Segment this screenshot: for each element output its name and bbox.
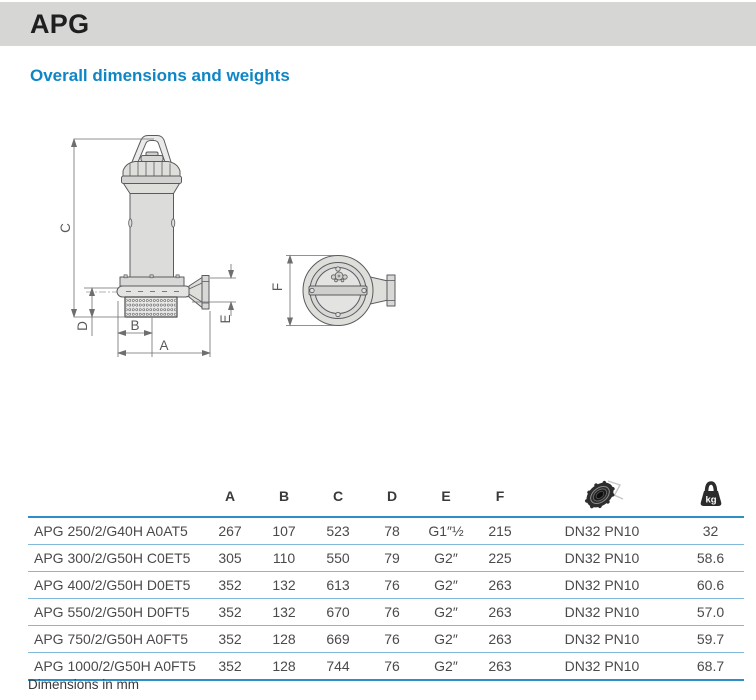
model-column-header <box>28 478 203 518</box>
weight-cell: 59.7 <box>677 625 744 653</box>
col-header-D: D <box>365 478 419 518</box>
model-cell: APG 550/2/G50H D0FT5 <box>28 598 203 626</box>
dim-c-cell: 613 <box>311 571 365 599</box>
dim-e-cell: G1″½ <box>419 517 473 545</box>
dim-d-cell: 76 <box>365 625 419 653</box>
discharge-cell: DN32 PN10 <box>527 625 677 653</box>
dim-b-cell: 128 <box>257 652 311 681</box>
side-view-dimensions <box>71 138 236 357</box>
weight-kg-icon: kg <box>698 480 724 509</box>
weight-cell: 60.6 <box>677 571 744 599</box>
discharge-cell: DN32 PN10 <box>527 571 677 599</box>
dim-label-d: D <box>75 321 90 331</box>
dim-c-cell: 669 <box>311 625 365 653</box>
dim-c-cell: 550 <box>311 544 365 572</box>
table-row: APG 550/2/G50H D0FT5 352 132 670 76 G2″ … <box>28 598 744 626</box>
page-title: APG <box>30 8 90 39</box>
weight-unit-label: kg <box>705 494 716 505</box>
dim-label-f: F <box>270 283 285 291</box>
discharge-flange <box>201 275 210 310</box>
dim-b-cell: 110 <box>257 544 311 572</box>
dim-a-cell: 352 <box>203 625 257 653</box>
dim-label-a: A <box>159 338 168 353</box>
table-row: APG 1000/2/G50H A0FT5 352 128 744 76 G2″… <box>28 652 744 681</box>
dim-d-cell: 76 <box>365 598 419 626</box>
dim-c-cell: 523 <box>311 517 365 545</box>
col-header-B: B <box>257 478 311 518</box>
col-header-weight: kg <box>677 478 744 518</box>
table-row: APG 300/2/G50H C0ET5 305 110 550 79 G2″ … <box>28 544 744 572</box>
page-header-band: APG <box>0 2 756 46</box>
top-view-dimensions <box>286 254 335 327</box>
table-row: APG 750/2/G50H A0FT5 352 128 669 76 G2″ … <box>28 625 744 653</box>
model-cell: APG 400/2/G50H D0ET5 <box>28 571 203 599</box>
dimensions-weights-table: A B C D E F <box>28 478 744 681</box>
dim-c-cell: 670 <box>311 598 365 626</box>
col-header-C: C <box>311 478 365 518</box>
discharge-cone <box>188 277 203 308</box>
dim-label-b: B <box>130 318 139 333</box>
weight-cell: 57.0 <box>677 598 744 626</box>
model-cell: APG 300/2/G50H C0ET5 <box>28 544 203 572</box>
discharge-cell: DN32 PN10 <box>527 544 677 572</box>
col-header-discharge <box>527 478 677 518</box>
weight-cell: 68.7 <box>677 652 744 681</box>
dim-b-cell: 107 <box>257 517 311 545</box>
discharge-cell: DN32 PN10 <box>527 598 677 626</box>
dim-a-cell: 305 <box>203 544 257 572</box>
table-row: APG 400/2/G50H D0ET5 352 132 613 76 G2″ … <box>28 571 744 599</box>
dim-b-cell: 128 <box>257 625 311 653</box>
dim-a-cell: 352 <box>203 571 257 599</box>
dim-d-cell: 76 <box>365 652 419 681</box>
dim-e-cell: G2″ <box>419 598 473 626</box>
dim-b-cell: 132 <box>257 571 311 599</box>
dim-e-cell: G2″ <box>419 544 473 572</box>
dim-e-cell: G2″ <box>419 571 473 599</box>
dim-a-cell: 352 <box>203 652 257 681</box>
dim-d-cell: 79 <box>365 544 419 572</box>
dim-f-cell: 263 <box>473 571 527 599</box>
dim-d-cell: 76 <box>365 571 419 599</box>
dim-f-cell: 225 <box>473 544 527 572</box>
dim-f-cell: 263 <box>473 625 527 653</box>
pump-side-view <box>86 135 210 318</box>
pump-dimension-drawing: C D B A E F <box>58 135 396 357</box>
dim-e-cell: G2″ <box>419 652 473 681</box>
dim-f-cell: 263 <box>473 652 527 681</box>
discharge-flange-icon <box>580 478 624 510</box>
dim-f-cell: 263 <box>473 598 527 626</box>
table-row: APG 250/2/G40H A0AT5 267 107 523 78 G1″½… <box>28 517 744 545</box>
pump-motor-body <box>129 193 174 279</box>
weight-cell: 32 <box>677 517 744 545</box>
dim-label-e: E <box>218 314 233 323</box>
col-header-E: E <box>419 478 473 518</box>
pump-cap <box>122 161 181 177</box>
col-header-A: A <box>203 478 257 518</box>
model-cell: APG 250/2/G40H A0AT5 <box>28 517 203 545</box>
pump-top-view <box>302 255 396 326</box>
dim-e-cell: G2″ <box>419 625 473 653</box>
model-cell: APG 750/2/G50H A0FT5 <box>28 625 203 653</box>
section-heading: Overall dimensions and weights <box>30 66 290 85</box>
dimensions-footnote: Dimensions in mm <box>28 677 140 692</box>
discharge-cell: DN32 PN10 <box>527 652 677 681</box>
dim-label-c: C <box>58 223 73 233</box>
dim-f-cell: 215 <box>473 517 527 545</box>
dim-a-cell: 352 <box>203 598 257 626</box>
table-header-row: A B C D E F <box>28 478 744 518</box>
col-header-F: F <box>473 478 527 518</box>
model-cell: APG 1000/2/G50H A0FT5 <box>28 652 203 681</box>
dim-d-cell: 78 <box>365 517 419 545</box>
dim-a-cell: 267 <box>203 517 257 545</box>
dim-c-cell: 744 <box>311 652 365 681</box>
discharge-cell: DN32 PN10 <box>527 517 677 545</box>
weight-cell: 58.6 <box>677 544 744 572</box>
dim-b-cell: 132 <box>257 598 311 626</box>
